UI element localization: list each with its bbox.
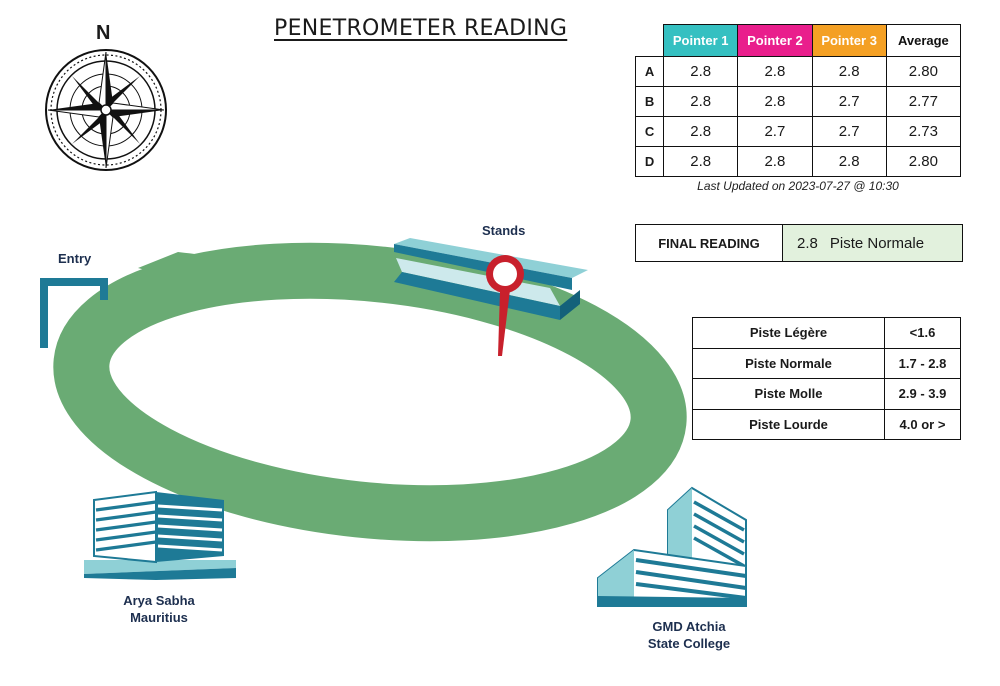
row-label: C bbox=[634, 116, 665, 147]
compass-north-label: N bbox=[96, 22, 111, 44]
final-reading-box: FINAL READING 2.8 Piste Normale bbox=[635, 224, 963, 262]
final-reading-value: 2.8 bbox=[797, 234, 818, 252]
table-row: A 2.8 2.8 2.8 2.80 bbox=[634, 56, 962, 87]
table-row: Piste Molle 2.9 - 3.9 bbox=[692, 378, 961, 410]
building-right-line-2: State College bbox=[647, 636, 731, 651]
building-left-icon bbox=[84, 490, 236, 580]
table-cell: 2.7 bbox=[811, 116, 887, 147]
table-cell: 2.7 bbox=[811, 86, 887, 117]
piste-range: 1.7 - 2.8 bbox=[884, 347, 961, 379]
pointer-readings-table: Pointer 1 Pointer 2 Pointer 3 Average A … bbox=[634, 24, 962, 177]
table-cell: 2.8 bbox=[663, 146, 739, 177]
table-cell: 2.8 bbox=[811, 56, 887, 87]
final-reading-label: FINAL READING bbox=[636, 225, 783, 261]
building-left-label: Arya Sabha Mauritius bbox=[104, 592, 214, 626]
stands-icon bbox=[394, 238, 588, 320]
piste-range: 4.0 or > bbox=[884, 408, 961, 440]
row-label: B bbox=[634, 86, 665, 117]
building-right-label: GMD Atchia State College bbox=[630, 618, 748, 652]
piste-name: Piste Molle bbox=[692, 378, 885, 410]
race-track bbox=[53, 242, 687, 542]
piste-name: Piste Légère bbox=[692, 317, 885, 349]
piste-scale-table: Piste Légère <1.6 Piste Normale 1.7 - 2.… bbox=[692, 317, 961, 440]
table-cell: 2.80 bbox=[885, 56, 962, 87]
table-cell: 2.8 bbox=[737, 56, 813, 87]
row-label: D bbox=[634, 146, 665, 177]
building-right-icon bbox=[597, 486, 747, 607]
table-row: B 2.8 2.8 2.7 2.77 bbox=[634, 86, 962, 117]
header-pointer-2: Pointer 2 bbox=[737, 24, 813, 57]
table-row: C 2.8 2.7 2.7 2.73 bbox=[634, 116, 962, 147]
table-cell: 2.8 bbox=[663, 56, 739, 87]
table-cell: 2.8 bbox=[811, 146, 887, 177]
table-cell: 2.8 bbox=[663, 86, 739, 117]
page-title: PENETROMETER READING bbox=[274, 16, 568, 41]
piste-name: Piste Lourde bbox=[692, 408, 885, 440]
table-row: Piste Normale 1.7 - 2.8 bbox=[692, 347, 961, 379]
compass-rose-icon bbox=[45, 49, 167, 171]
building-left-line-2: Mauritius bbox=[130, 610, 188, 625]
table-cell: 2.80 bbox=[885, 146, 962, 177]
table-cell: 2.8 bbox=[737, 146, 813, 177]
table-row: Piste Lourde 4.0 or > bbox=[692, 408, 961, 440]
piste-name: Piste Normale bbox=[692, 347, 885, 379]
final-reading-status: Piste Normale bbox=[829, 234, 925, 252]
row-label: A bbox=[634, 56, 665, 87]
table-row: Piste Légère <1.6 bbox=[692, 317, 961, 349]
table-corner-cell bbox=[635, 24, 665, 57]
table-row: D 2.8 2.8 2.8 2.80 bbox=[634, 146, 962, 177]
header-pointer-3: Pointer 3 bbox=[811, 24, 887, 57]
entry-gate-icon bbox=[40, 278, 108, 348]
final-reading-value-cell: 2.8 Piste Normale bbox=[783, 225, 962, 261]
last-updated-text: Last Updated on 2023-07-27 @ 10:30 bbox=[697, 179, 899, 193]
stands-label: Stands bbox=[482, 223, 526, 238]
entry-label: Entry bbox=[58, 251, 92, 266]
table-cell: 2.8 bbox=[737, 86, 813, 117]
location-pin-icon bbox=[486, 255, 524, 356]
table-cell: 2.73 bbox=[885, 116, 962, 147]
header-average: Average bbox=[885, 24, 962, 57]
piste-range: <1.6 bbox=[884, 317, 961, 349]
building-right-line-1: GMD Atchia bbox=[652, 619, 726, 634]
table-header-row: Pointer 1 Pointer 2 Pointer 3 Average bbox=[635, 24, 962, 57]
table-cell: 2.8 bbox=[663, 116, 739, 147]
building-left-line-1: Arya Sabha bbox=[123, 593, 195, 608]
header-pointer-1: Pointer 1 bbox=[663, 24, 739, 57]
table-cell: 2.77 bbox=[885, 86, 962, 117]
table-cell: 2.7 bbox=[737, 116, 813, 147]
piste-range: 2.9 - 3.9 bbox=[884, 378, 961, 410]
